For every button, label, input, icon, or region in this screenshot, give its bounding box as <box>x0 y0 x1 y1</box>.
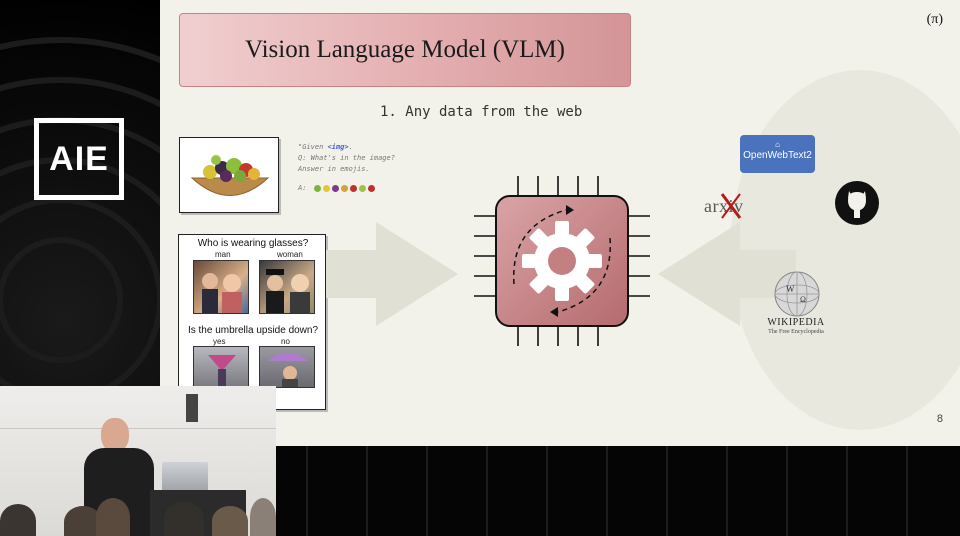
vqa-question-1: Who is wearing glasses? <box>197 238 309 249</box>
slide-subtitle: 1. Any data from the web <box>380 104 583 120</box>
video-wall-seam <box>0 428 276 429</box>
audience-heads <box>0 498 276 536</box>
arxiv-x-icon <box>720 193 742 219</box>
processor-chip-icon <box>474 176 650 346</box>
caption-line1-suffix: . <box>348 143 353 151</box>
umbrella-photo-icon <box>268 353 308 387</box>
arrow-right-icon <box>326 222 458 326</box>
umbrella-photo-icon <box>208 355 236 387</box>
vqa-q1-option-a: man <box>215 250 231 259</box>
prompt-caption: "Given <img>. Q: What's in the image? An… <box>298 142 395 194</box>
audience-head <box>164 502 204 536</box>
emoji-fruit-icon <box>331 184 339 192</box>
arrow-left-icon <box>658 222 796 326</box>
people-photo-icon <box>202 273 242 313</box>
video-camera-mount <box>186 394 198 422</box>
emoji-fruit-icon <box>358 184 366 192</box>
photo-umbrella-yes <box>193 346 249 388</box>
presentation-slide: Vision Language Model (VLM) (π) 1. Any d… <box>160 0 960 446</box>
caption-line1-prefix: "Given <box>298 143 328 151</box>
vqa-question-2: Is the umbrella upside down? <box>187 325 319 336</box>
vqa-q1-option-b: woman <box>277 250 303 259</box>
emoji-fruit-icon <box>313 184 321 192</box>
vqa-q2-option-a: yes <box>213 337 226 346</box>
vqa-q2-option-b: no <box>281 337 290 346</box>
openwebtext2-label: OpenWebText2 <box>743 150 812 161</box>
emoji-fruit-icon <box>349 184 357 192</box>
audience-head <box>96 498 130 536</box>
wikipedia-globe-icon: W Ω <box>774 271 820 317</box>
speaker-head <box>101 418 129 452</box>
caption-line3: Answer in emojis. <box>298 165 370 173</box>
bottom-background <box>276 446 960 536</box>
fruit-bowl-icon <box>190 155 270 196</box>
caption-img-tag: <img> <box>327 143 349 151</box>
photo-umbrella-no <box>259 346 315 388</box>
github-icon <box>835 181 879 225</box>
emoji-fruit-icon <box>367 184 375 192</box>
audience-head <box>64 506 102 536</box>
audience-head <box>212 506 248 536</box>
fruit-bowl-image <box>179 137 279 213</box>
slide-title-box: Vision Language Model (VLM) <box>179 13 631 87</box>
corner-mark: (π) <box>926 12 943 27</box>
slide-page-number: 8 <box>936 413 943 425</box>
people-photo-icon <box>266 269 310 313</box>
photo-woman-glasses <box>259 260 315 314</box>
svg-text:Ω: Ω <box>800 295 806 304</box>
photo-man-glasses <box>193 260 249 314</box>
wikipedia-name: Wikipedia <box>767 317 825 328</box>
emoji-answer <box>313 184 375 192</box>
slide-title: Vision Language Model (VLM) <box>245 36 565 63</box>
openwebtext2-logo: ⌂ OpenWebText2 <box>740 135 815 173</box>
audience-head <box>250 498 276 536</box>
vqa-example-card: Who is wearing glasses? man woman Is the… <box>178 234 326 410</box>
svg-text:W: W <box>786 284 795 294</box>
wikipedia-tagline: The Free Encyclopedia <box>768 329 824 335</box>
emoji-fruit-icon <box>322 184 330 192</box>
audience-head <box>0 504 36 536</box>
laptop-icon <box>162 462 208 492</box>
caption-line2: Q: What's in the image? <box>298 154 395 162</box>
emoji-fruit-icon <box>340 184 348 192</box>
home-icon: ⌂ <box>775 140 780 149</box>
aie-logo: AIE <box>34 118 124 200</box>
caption-answer-prefix: A: <box>298 184 307 192</box>
